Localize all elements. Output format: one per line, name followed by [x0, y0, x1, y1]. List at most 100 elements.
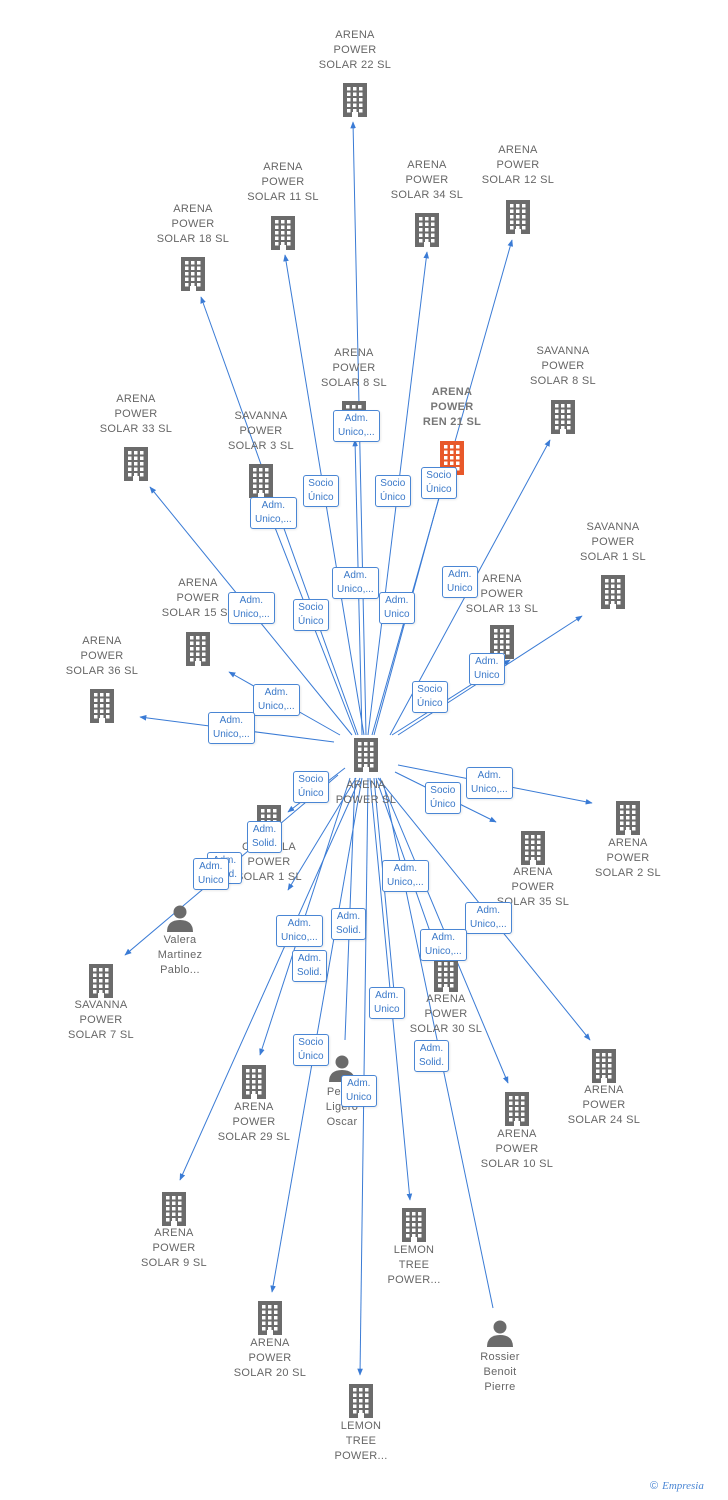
node-icon[interactable]	[473, 831, 593, 865]
node-label[interactable]: ARENA POWER SOLAR 22 SL	[318, 29, 392, 71]
node-label[interactable]: Valera Martinez Pablo...	[157, 934, 203, 976]
node-icon[interactable]	[568, 801, 688, 835]
node-icon[interactable]	[457, 1092, 577, 1126]
relation-badge[interactable]: Adm. Solid.	[247, 821, 283, 853]
brand-name: Empresia	[662, 1480, 704, 1492]
node-icon[interactable]	[42, 689, 162, 723]
relation-badge[interactable]: Adm. Solid.	[331, 908, 367, 940]
node-label[interactable]: ARENA POWER SOLAR 11 SL	[247, 161, 319, 203]
node-icon[interactable]	[223, 216, 343, 250]
node-label[interactable]: ARENA POWER SOLAR 34 SL	[390, 159, 464, 201]
relation-badge[interactable]: Adm. Unico	[193, 858, 229, 890]
node-label[interactable]: ARENA POWER SL	[335, 779, 397, 806]
node-label[interactable]: SAVANNA POWER SOLAR 3 SL	[228, 410, 294, 452]
relation-badge[interactable]: Adm. Unico,...	[382, 860, 429, 892]
building-icon	[349, 1384, 373, 1418]
relation-badge[interactable]: Adm. Unico,...	[333, 410, 380, 442]
relation-badge[interactable]: Adm. Unico,...	[228, 592, 275, 624]
building-icon	[90, 689, 114, 723]
node-icon[interactable]	[503, 400, 623, 434]
node-icon[interactable]	[354, 1208, 474, 1242]
node-label[interactable]: ARENA POWER SOLAR 20 SL	[233, 1337, 307, 1379]
node-icon[interactable]	[301, 1384, 421, 1418]
relation-badge[interactable]: Adm. Unico,...	[253, 684, 300, 716]
node-label[interactable]: ARENA POWER REN 21 SL	[422, 386, 482, 428]
relation-badge[interactable]: Socio Único	[293, 599, 329, 631]
node-label[interactable]: LEMON TREE POWER...	[334, 1420, 388, 1462]
node-icon[interactable]	[114, 1192, 234, 1226]
node-icon[interactable]	[458, 200, 578, 234]
relation-badge[interactable]: Adm. Solid.	[292, 950, 328, 982]
relation-badge[interactable]: Adm. Unico,...	[250, 497, 297, 529]
node-icon[interactable]	[367, 213, 487, 247]
node-label[interactable]: ARENA POWER SOLAR 13 SL	[465, 573, 539, 615]
building-icon	[124, 447, 148, 481]
building-icon	[249, 464, 273, 498]
building-icon	[242, 1065, 266, 1099]
relation-badge[interactable]: Socio Único	[425, 782, 461, 814]
node-icon[interactable]	[295, 83, 415, 117]
node-icon[interactable]	[133, 257, 253, 291]
relation-badge[interactable]: Adm. Unico,...	[276, 915, 323, 947]
building-icon	[505, 1092, 529, 1126]
node-icon[interactable]	[440, 1319, 560, 1347]
node-label[interactable]: ARENA POWER SOLAR 33 SL	[99, 393, 173, 435]
node-label[interactable]: LEMON TREE POWER...	[387, 1244, 441, 1286]
building-icon	[343, 83, 367, 117]
relation-badge[interactable]: Adm. Unico,...	[208, 712, 255, 744]
building-icon	[415, 213, 439, 247]
node-icon[interactable]	[306, 738, 426, 772]
node-icon[interactable]	[120, 904, 240, 932]
node-label[interactable]: ARENA POWER SOLAR 29 SL	[217, 1101, 291, 1143]
node-label[interactable]: SAVANNA POWER SOLAR 7 SL	[68, 999, 134, 1041]
building-icon	[601, 575, 625, 609]
node-label[interactable]: ARENA POWER SOLAR 2 SL	[595, 837, 661, 879]
node-icon[interactable]	[76, 447, 196, 481]
node-icon[interactable]	[210, 1301, 330, 1335]
relation-badge[interactable]: Socio Único	[412, 681, 448, 713]
node-label[interactable]: ARENA POWER SOLAR 9 SL	[141, 1227, 207, 1269]
node-label[interactable]: Rossier Benoit Pierre	[480, 1351, 520, 1393]
node-label[interactable]: ARENA POWER SOLAR 8 SL	[321, 347, 387, 389]
relation-badge[interactable]: Socio Único	[293, 771, 329, 803]
node-icon[interactable]	[138, 632, 258, 666]
relation-badge[interactable]: Adm. Unico,...	[466, 767, 513, 799]
node-icon[interactable]	[553, 575, 673, 609]
relation-badge[interactable]: Socio Único	[303, 475, 339, 507]
node-icon[interactable]	[386, 958, 506, 992]
node-label[interactable]: SAVANNA POWER SOLAR 1 SL	[580, 521, 646, 563]
relation-badge[interactable]: Adm. Unico,...	[332, 567, 379, 599]
relation-badge[interactable]: Adm. Unico,...	[465, 902, 512, 934]
relation-badge[interactable]: Adm. Unico	[379, 592, 415, 624]
node-icon[interactable]	[41, 964, 161, 998]
relation-badge[interactable]: Adm. Unico	[442, 566, 478, 598]
node-label[interactable]: SAVANNA POWER SOLAR 8 SL	[530, 345, 596, 387]
person-icon	[167, 905, 193, 932]
building-icon	[434, 958, 458, 992]
copyright-symbol: ©	[650, 1480, 659, 1492]
edge-23	[287, 777, 357, 891]
footer-brand[interactable]: ©Empresia	[650, 1480, 704, 1492]
relation-badge[interactable]: Adm. Solid.	[414, 1040, 450, 1072]
relation-badge[interactable]: Adm. Unico	[369, 987, 405, 1019]
node-label[interactable]: ARENA POWER SOLAR 12 SL	[481, 144, 555, 186]
relation-badge[interactable]: Socio Único	[421, 467, 457, 499]
building-icon	[162, 1192, 186, 1226]
relation-badge[interactable]: Adm. Unico	[341, 1075, 377, 1107]
node-label[interactable]: ARENA POWER SOLAR 30 SL	[409, 993, 483, 1035]
node-label[interactable]: ARENA POWER SOLAR 18 SL	[156, 203, 230, 245]
node-label[interactable]: ARENA POWER SOLAR 24 SL	[567, 1084, 641, 1126]
node-icon[interactable]	[544, 1049, 664, 1083]
relation-badge[interactable]: Adm. Unico,...	[420, 929, 467, 961]
building-icon	[592, 1049, 616, 1083]
relation-badge[interactable]: Socio Único	[293, 1034, 329, 1066]
relation-badge[interactable]: Socio Único	[375, 475, 411, 507]
node-icon[interactable]	[194, 1065, 314, 1099]
building-icon	[521, 831, 545, 865]
node-icon[interactable]	[201, 464, 321, 498]
relation-badge[interactable]: Adm. Unico	[469, 653, 505, 685]
person-icon	[487, 1320, 513, 1347]
node-label[interactable]: ARENA POWER SOLAR 10 SL	[480, 1128, 554, 1170]
node-label[interactable]: ARENA POWER SOLAR 36 SL	[65, 635, 139, 677]
node-label[interactable]: ARENA POWER SOLAR 15 SL	[161, 577, 234, 619]
